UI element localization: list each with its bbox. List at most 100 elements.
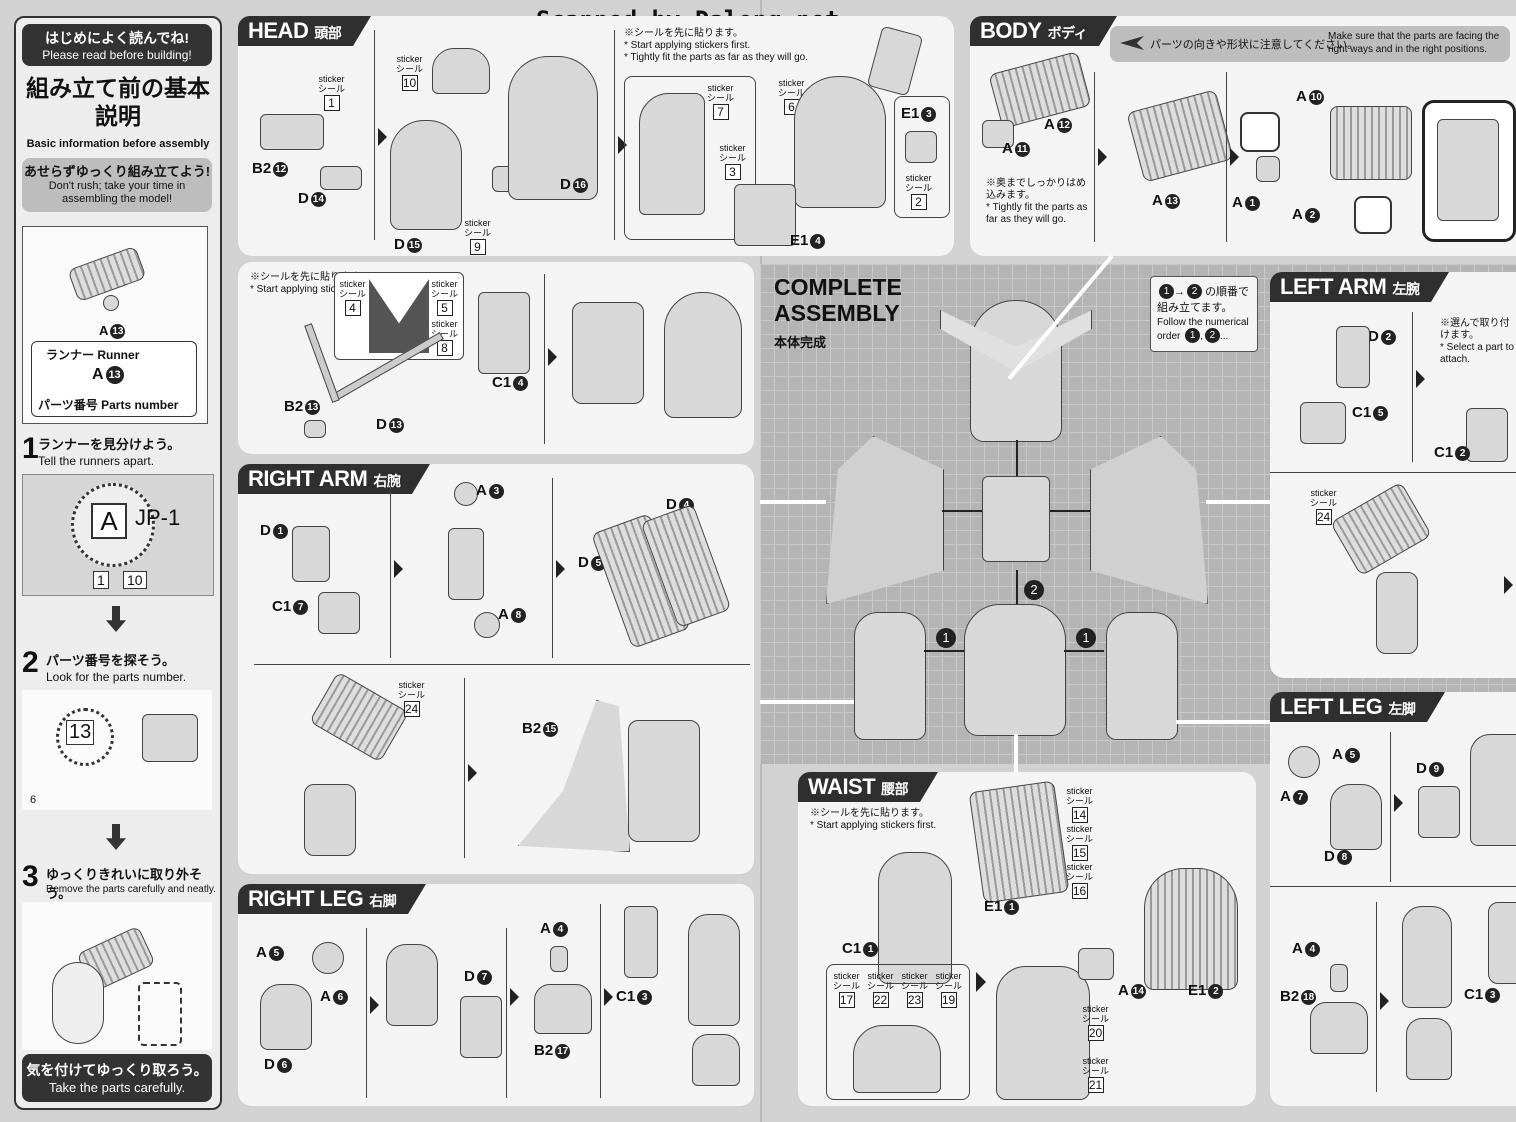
assembly-arrow-waist [1016, 570, 1018, 604]
rush-box: あせらずゆっくり組み立てよう! Don't rush; take your ti… [22, 158, 212, 212]
left-leg-thigh-part [1330, 784, 1382, 850]
step-divider [1094, 72, 1095, 242]
left-arm-title: LEFT ARM [1280, 274, 1387, 299]
parts-number-tag: 13 [66, 720, 95, 745]
order-badge-1-left: 1 [936, 628, 956, 648]
arm-joint-part [292, 526, 330, 582]
runner-part-illustration [67, 245, 147, 303]
order-en: Follow the numerical order 1,2... [1157, 317, 1249, 343]
head-base-part [734, 184, 796, 246]
e1-part [905, 131, 937, 163]
assembly-waist [964, 604, 1066, 736]
body-result-part [1437, 119, 1499, 221]
left-arm-hand-part [1300, 402, 1346, 444]
assembly-arrow-right-leg [924, 650, 964, 652]
step3-en: Remove the parts carefully and neatly. [46, 884, 216, 895]
step-divider [254, 664, 750, 665]
runner-tag-1: 1 [93, 571, 109, 589]
hand-illustration [52, 962, 104, 1044]
arm-ball-part [454, 482, 478, 506]
step-divider [464, 678, 465, 858]
connector-waist [1014, 734, 1018, 772]
body-info-jp: パーツの向きや形状に注意してください。 [1150, 39, 1359, 51]
connector-left-arm [1206, 500, 1270, 504]
removal-illustration [22, 902, 212, 1050]
parts-number-highlight [56, 708, 114, 766]
arm-lower-ball [474, 612, 500, 638]
leg-ball-part [312, 942, 344, 974]
leg-complete-upper [688, 914, 740, 1026]
body-shoulder-part [1256, 156, 1280, 182]
cut-line-illustration [138, 982, 182, 1046]
left-arm-title-jp: 左腕 [1392, 281, 1420, 297]
leg-thigh-part [260, 984, 312, 1050]
step2-number: 2 [22, 646, 39, 679]
step-arrow [510, 988, 519, 1006]
step-arrow [556, 560, 565, 578]
arm-complete-part [628, 720, 700, 842]
left-leg-upper-part [1402, 906, 1452, 1008]
body-torso-part [1126, 89, 1234, 183]
leg-complete-foot [692, 1034, 740, 1086]
careful-jp: 気を付けてゆっくり取ろう。 [26, 1062, 208, 1078]
step3-number: 3 [22, 860, 39, 893]
v-fin-part [478, 292, 530, 374]
basic-info-title-jp: 組み立て前の基本説明 [26, 75, 210, 129]
step3-jp: ゆっくりきれいに取り外そう。 [46, 867, 203, 901]
v-fin-assembled [572, 302, 644, 404]
step1-number: 1 [22, 432, 39, 465]
step-divider [1226, 72, 1227, 242]
head-note: ※シールを先に貼ります。* Start applying stickers fi… [624, 28, 808, 63]
assembly-body [982, 476, 1050, 562]
leg-assembly-part [386, 944, 438, 1026]
antenna-peg [304, 420, 326, 438]
parts-number-label: パーツ番号 Parts number [38, 398, 179, 412]
careful-box: 気を付けてゆっくり取ろう。 Take the parts carefully. [22, 1054, 212, 1102]
head-eye-part [320, 166, 362, 190]
step-down-arrow [106, 606, 126, 632]
left-leg-shin-part [1418, 786, 1460, 838]
head-complete [664, 292, 742, 418]
right-arm-title: RIGHT ARM [248, 466, 368, 491]
body-info-en: Make sure that the parts are facing the … [1328, 31, 1500, 55]
step-arrow [618, 136, 627, 154]
leg-peg-part [550, 946, 568, 972]
runner-label: ランナー Runner [46, 348, 140, 362]
assembly-arrow-left-arm [1050, 510, 1090, 512]
step-arrow [1504, 576, 1513, 594]
basic-info-title-en: Basic information before assembly [26, 138, 210, 150]
